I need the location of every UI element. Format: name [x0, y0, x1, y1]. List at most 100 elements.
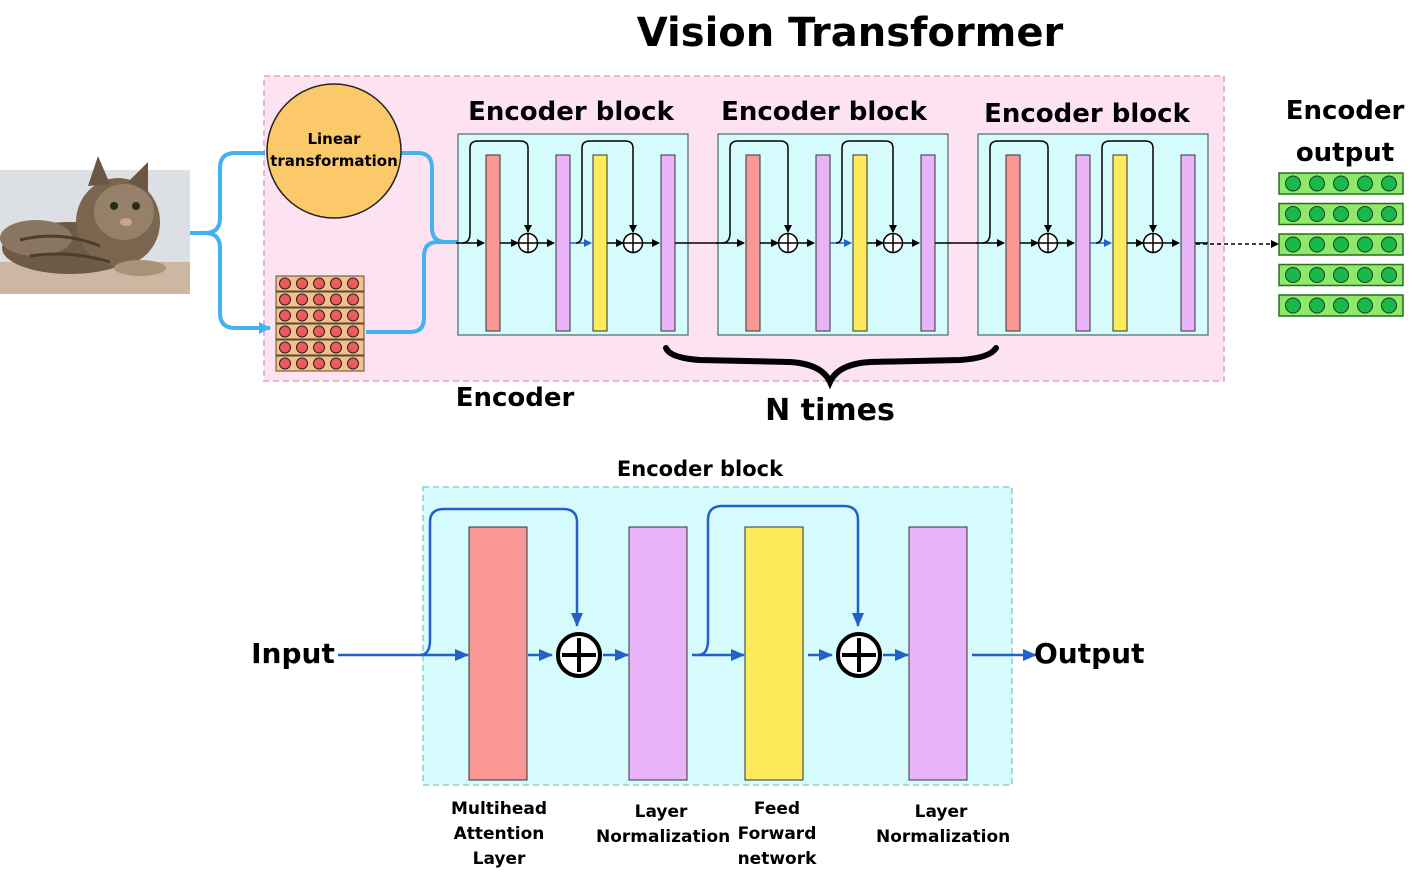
output-dot	[1333, 267, 1349, 283]
add-icon	[836, 632, 882, 678]
patch-grid	[275, 275, 365, 372]
feed-forward-layer	[592, 154, 608, 332]
input-label: Input	[251, 637, 335, 670]
detail-layers	[468, 526, 968, 781]
norm-layer	[555, 154, 571, 332]
output-dot	[1309, 206, 1325, 222]
encoder-output-vectors	[1278, 172, 1404, 317]
add-icon	[1142, 232, 1164, 254]
residual-arrow	[1095, 140, 1157, 244]
norm-layer	[1180, 154, 1196, 332]
patch-dot	[347, 341, 359, 354]
output-dot	[1381, 175, 1397, 192]
layer-label-layer-normalization: Layer Normalization	[596, 802, 731, 847]
patch-dot	[347, 357, 359, 370]
patch-dot	[347, 277, 359, 290]
linear-transformation-circle	[266, 83, 402, 219]
encoder-block-title: Encoder block	[721, 97, 927, 127]
encoder-block-detail-title: Encoder block	[616, 457, 784, 481]
output-dot	[1333, 175, 1349, 192]
norm-layer	[660, 154, 676, 332]
patch-dot	[296, 293, 308, 306]
patch-dot	[279, 277, 291, 290]
encoder-label: Encoder	[455, 383, 575, 413]
layer-normalization	[908, 526, 968, 781]
patch-dot	[330, 277, 342, 290]
output-dot	[1309, 236, 1325, 253]
patch-dot	[330, 309, 342, 322]
output-label: Output	[1034, 637, 1145, 670]
encoder-blocks	[456, 133, 1209, 336]
output-dot	[1381, 267, 1397, 283]
patch-dot	[296, 277, 308, 290]
residual-arrow	[721, 140, 792, 244]
output-dot	[1357, 267, 1373, 283]
patch-dot	[330, 325, 342, 338]
feed-forward-layer	[744, 526, 804, 781]
patch-dot	[313, 325, 325, 338]
feed-forward-layer	[1112, 154, 1128, 332]
residual-arrow	[981, 140, 1052, 244]
patch-dot	[347, 325, 359, 338]
n-times-label: N times	[765, 393, 895, 428]
residual-arrow	[575, 140, 637, 244]
feed-forward-layer	[852, 154, 868, 332]
layer-label-layer-normalization: Layer Normalization	[876, 802, 1011, 847]
output-dot	[1309, 297, 1325, 314]
patch-dot	[330, 293, 342, 306]
output-dot	[1285, 297, 1301, 314]
layer-normalization	[628, 526, 688, 781]
encoder-block-title: Encoder block	[984, 99, 1190, 129]
output-dot	[1285, 175, 1301, 192]
output-dot	[1381, 206, 1397, 222]
attention-layer	[745, 154, 761, 332]
residual-arrow	[461, 140, 532, 244]
attention-layer	[1005, 154, 1021, 332]
encoder-block	[716, 133, 949, 336]
add-icon	[777, 232, 799, 254]
diagram-title: Vision Transformer	[636, 10, 1064, 56]
attention-layer	[485, 154, 501, 332]
patch-dot	[313, 341, 325, 354]
patch-dot	[279, 357, 291, 370]
output-dot	[1333, 206, 1349, 222]
patch-dot	[347, 293, 359, 306]
add-icon	[517, 232, 539, 254]
patch-dot	[296, 309, 308, 322]
residual-arrow	[835, 140, 897, 244]
encoder-block	[456, 133, 689, 336]
add-icon	[1037, 232, 1059, 254]
input-split-arrows	[190, 151, 458, 334]
encoder-block-title: Encoder block	[468, 97, 674, 127]
patch-dot	[313, 277, 325, 290]
output-dot	[1381, 236, 1397, 253]
layer-label-feed-forward: Feed Forward network	[737, 799, 817, 869]
detail-flow-arrows	[338, 504, 1037, 661]
norm-layer	[1075, 154, 1091, 332]
output-dot	[1285, 206, 1301, 222]
encoder-output-label: Encoder output	[1285, 96, 1405, 168]
patch-dot	[279, 341, 291, 354]
output-dot	[1309, 267, 1325, 283]
add-icon	[882, 232, 904, 254]
add-icon	[622, 232, 644, 254]
norm-layer	[815, 154, 831, 332]
patch-dot	[279, 293, 291, 306]
patch-dot	[330, 357, 342, 370]
multihead-attention-layer	[468, 526, 528, 781]
patch-dot	[296, 341, 308, 354]
output-dot	[1357, 297, 1373, 314]
output-dot	[1357, 236, 1373, 253]
patch-dot	[313, 309, 325, 322]
patch-dot	[296, 357, 308, 370]
linear-transformation-label: Linear transformation	[270, 130, 398, 170]
output-dot	[1333, 236, 1349, 253]
output-dot	[1309, 175, 1325, 192]
layer-label-multihead-attention: Multihead Attention Layer	[450, 799, 548, 869]
encoder-block	[976, 133, 1209, 336]
output-dot	[1357, 206, 1373, 222]
output-dot	[1285, 267, 1301, 283]
patch-dot	[347, 309, 359, 322]
output-dot	[1285, 236, 1301, 253]
